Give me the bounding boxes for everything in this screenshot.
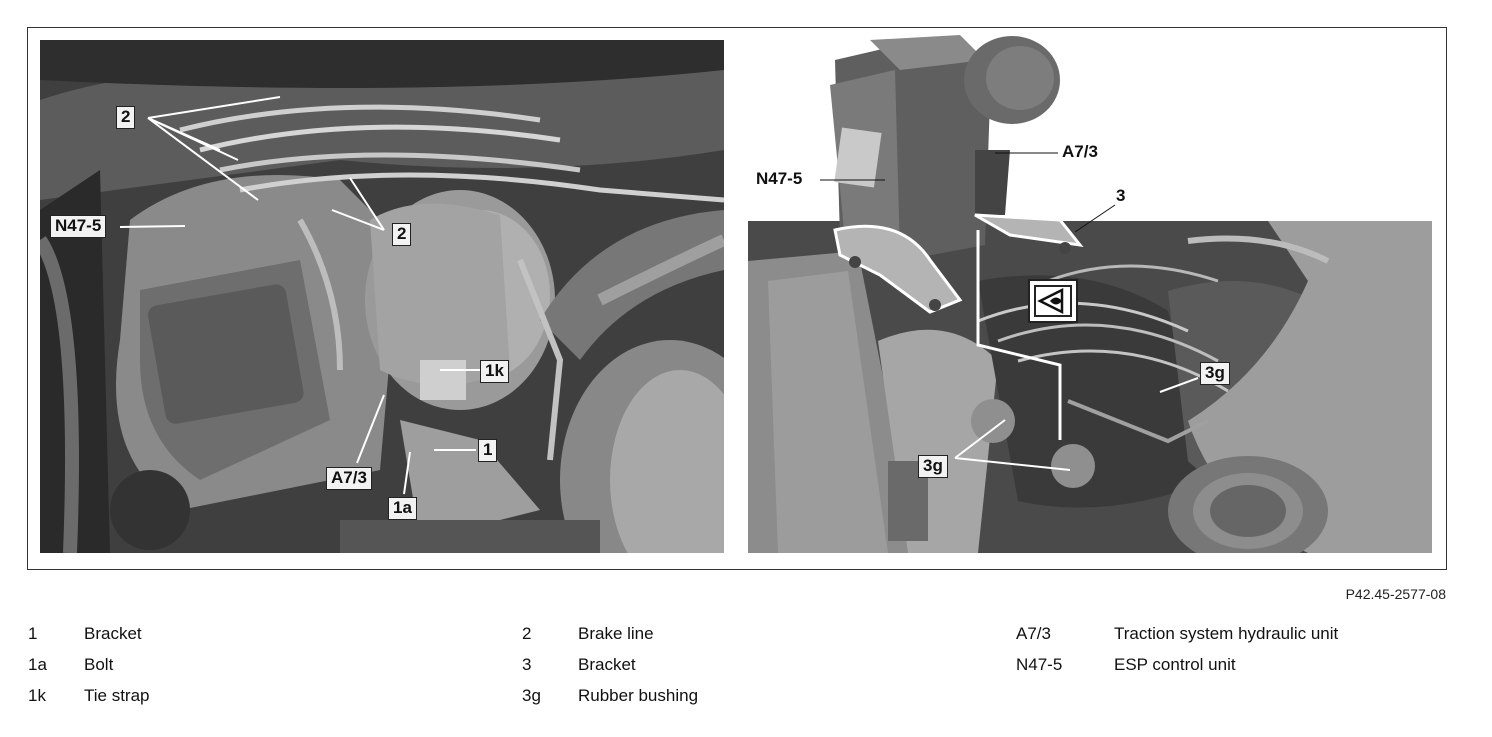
callout-brake-line-top: 2: [116, 106, 136, 129]
engine-bay-photo-left: [40, 40, 724, 553]
legend-item: 1a Bolt: [28, 655, 150, 686]
engine-bay-illustration-right: [748, 221, 1432, 553]
legend-label: Brake line: [578, 624, 654, 643]
reference-code: P42.45-2577-08: [1345, 586, 1446, 602]
engine-bay-illustration-left: [40, 40, 724, 553]
legend-item: A7/3 Traction system hydraulic unit: [1016, 624, 1338, 655]
legend-item: 3 Bracket: [522, 655, 698, 686]
callout-bolt: 1a: [388, 497, 417, 520]
callout-esp-unit-right: N47-5: [756, 169, 803, 188]
legend-item: N47-5 ESP control unit: [1016, 655, 1338, 686]
legend-label: Bracket: [84, 624, 142, 643]
callout-hydraulic-unit-right: A7/3: [1062, 142, 1098, 161]
legend-code: 1a: [28, 655, 47, 674]
callout-bushing-right: 3g: [1200, 362, 1230, 385]
legend-item: 1k Tie strap: [28, 686, 150, 717]
legend-code: 3g: [522, 686, 541, 705]
legend-code: 2: [522, 624, 532, 643]
legend-column-3: A7/3 Traction system hydraulic unit N47-5…: [1016, 624, 1338, 686]
callout-tie-strap: 1k: [480, 360, 509, 383]
legend-label: Rubber bushing: [578, 686, 699, 705]
legend-item: 3g Rubber bushing: [522, 686, 698, 717]
callout-brake-line-mid: 2: [392, 223, 412, 246]
legend-column-1: 1 Bracket 1a Bolt 1k Tie strap: [28, 624, 150, 717]
legend-item: 1 Bracket: [28, 624, 150, 655]
legend-column-2: 2 Brake line 3 Bracket 3g Rubber bushing: [522, 624, 698, 717]
legend-code: 1k: [28, 686, 46, 705]
engine-bay-photo-right: [748, 221, 1432, 553]
legend-label: Bracket: [578, 655, 636, 674]
legend-code: N47-5: [1016, 655, 1063, 674]
legend-code: A7/3: [1016, 624, 1051, 643]
legend-code: 1: [28, 624, 38, 643]
legend-label: ESP control unit: [1114, 655, 1236, 674]
callout-bushing-left: 3g: [918, 455, 948, 478]
legend-code: 3: [522, 655, 532, 674]
legend-label: Tie strap: [84, 686, 150, 705]
callout-esp-unit-left: N47-5: [50, 215, 107, 238]
eye-triangle-warning-icon: [1028, 279, 1078, 323]
callout-bracket-1: 1: [478, 439, 498, 462]
legend-label: Traction system hydraulic unit: [1114, 624, 1339, 643]
callout-hydraulic-unit-left: A7/3: [326, 467, 372, 490]
callout-bracket-3: 3: [1116, 186, 1126, 205]
legend-item: 2 Brake line: [522, 624, 698, 655]
legend-label: Bolt: [84, 655, 114, 674]
